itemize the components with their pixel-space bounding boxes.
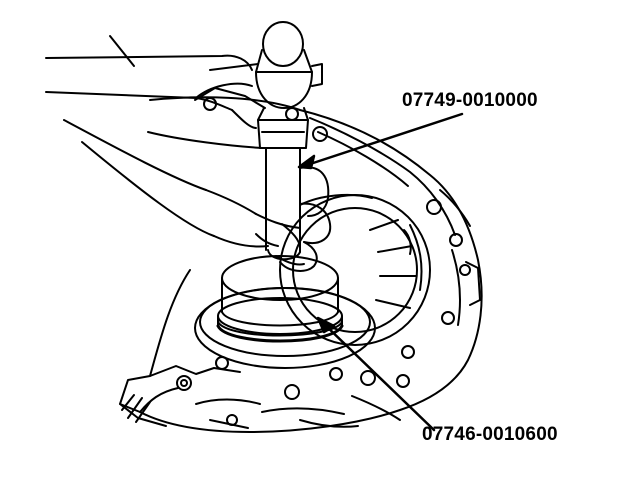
callout-attachment-part-number: 07746-0010600 [422, 424, 558, 445]
callout-driver-handle-part-number: 07749-0010000 [402, 90, 538, 111]
leader-line-attachment [320, 320, 436, 432]
arrowhead-driver [297, 154, 316, 170]
arrowhead-attachment [316, 316, 336, 334]
attachment-tool [216, 255, 344, 343]
leader-lines [297, 112, 464, 432]
upper-hand [45, 35, 257, 129]
lower-hand [63, 119, 332, 272]
transmission-housing [119, 87, 483, 433]
driver-handle-tool [209, 21, 323, 261]
leader-line-driver [302, 112, 464, 168]
